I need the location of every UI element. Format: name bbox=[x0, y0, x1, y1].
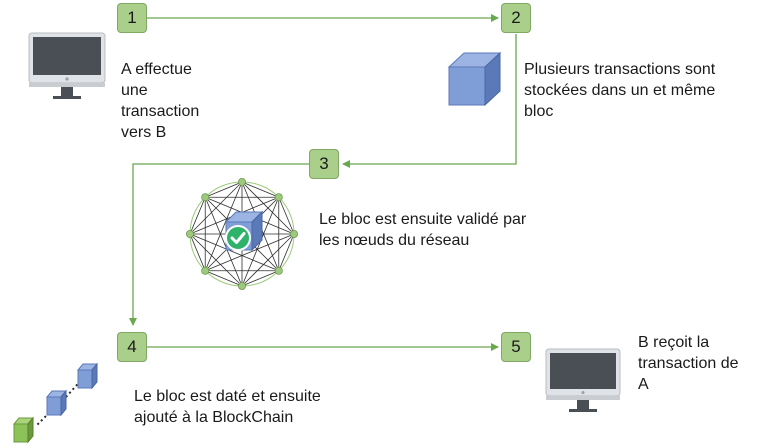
network-link bbox=[278, 197, 295, 235]
step-4-caption-line: ajouté à la BlockChain bbox=[134, 409, 294, 426]
step-3-box: 3 bbox=[309, 149, 339, 179]
step-1-caption-line: A effectue bbox=[121, 61, 192, 78]
network-node bbox=[201, 193, 210, 202]
step-5-caption-line: B reçoit la bbox=[638, 334, 710, 351]
network-link bbox=[205, 270, 243, 287]
network-link bbox=[278, 233, 295, 271]
step-1-caption: A effectue une transaction vers B bbox=[121, 59, 199, 143]
step-4-box: 4 bbox=[117, 332, 147, 362]
step-5-caption: B reçoit la transaction de A bbox=[638, 332, 739, 395]
step-5-caption-line: transaction de bbox=[638, 355, 739, 372]
network-link bbox=[189, 197, 206, 235]
network-node bbox=[237, 281, 246, 290]
connectors bbox=[129, 14, 517, 351]
network-node bbox=[237, 177, 246, 186]
network-link bbox=[241, 270, 279, 287]
step-1-caption-line: une bbox=[121, 82, 148, 99]
network-link bbox=[204, 181, 243, 271]
network-link bbox=[204, 197, 243, 287]
blockchain-icon bbox=[12, 362, 99, 444]
check-icon bbox=[225, 225, 251, 251]
step-3-caption-line: les nœuds du réseau bbox=[319, 232, 470, 249]
step-3-caption: Le bloc est ensuite validé par les nœuds… bbox=[319, 209, 526, 251]
network-node bbox=[185, 229, 194, 238]
step-5-caption-line: A bbox=[638, 376, 649, 393]
step-1-number: 1 bbox=[127, 8, 137, 27]
step-2-caption-line: Plusieurs transactions sont bbox=[524, 61, 716, 78]
monitor-icon bbox=[545, 348, 621, 412]
network-link bbox=[241, 181, 279, 198]
step-2-caption-line: bloc bbox=[524, 103, 554, 120]
network-validation-icon bbox=[185, 177, 298, 290]
network-node bbox=[274, 193, 283, 202]
step-4-caption: Le bloc est daté et ensuite ajouté à la … bbox=[134, 386, 321, 428]
step-2-box: 2 bbox=[501, 3, 531, 33]
step-5-box: 5 bbox=[501, 332, 531, 362]
step-5-number: 5 bbox=[511, 337, 521, 356]
network-node bbox=[289, 229, 298, 238]
network-link bbox=[205, 233, 295, 272]
step-4-caption-line: Le bloc est daté et ensuite bbox=[134, 388, 321, 405]
chain-block-bottom bbox=[12, 416, 35, 444]
step-1-box: 1 bbox=[117, 3, 147, 33]
chain-block-top bbox=[76, 362, 99, 390]
step-1-caption-line: transaction bbox=[121, 103, 200, 120]
step-2-caption: Plusieurs transactions sont stockées dan… bbox=[524, 59, 715, 122]
step-4-number: 4 bbox=[127, 337, 137, 356]
block-cube-icon bbox=[447, 51, 502, 107]
monitor-icon bbox=[28, 32, 106, 99]
network-node bbox=[274, 266, 283, 275]
step-2-number: 2 bbox=[511, 8, 521, 27]
network-link bbox=[189, 233, 206, 271]
network-link bbox=[189, 233, 279, 272]
network-link bbox=[189, 233, 243, 287]
step-3-caption-line: Le bloc est ensuite validé par bbox=[319, 211, 527, 228]
network-link bbox=[205, 181, 243, 198]
connector-2-to-3 bbox=[342, 34, 517, 168]
connector-3-to-4 bbox=[129, 163, 309, 326]
step-1-caption-line: vers B bbox=[121, 124, 167, 141]
step-2-caption-line: stockées dans un et même bbox=[524, 82, 716, 99]
network-node bbox=[201, 266, 210, 275]
step-3-number: 3 bbox=[319, 154, 329, 173]
chain-block-middle bbox=[45, 389, 68, 417]
